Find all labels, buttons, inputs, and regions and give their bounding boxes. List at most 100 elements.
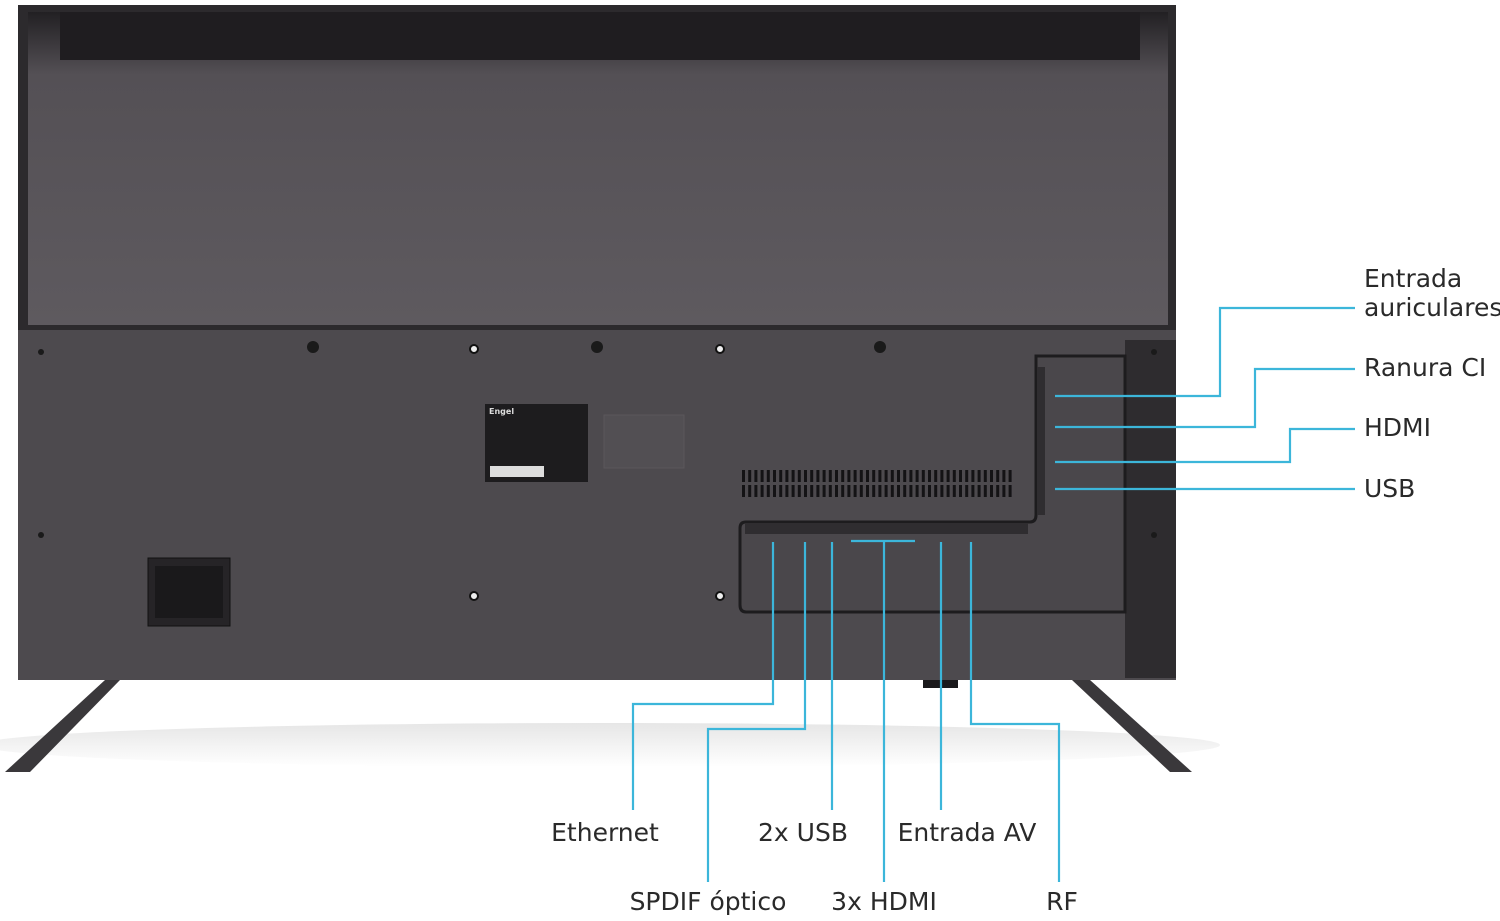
vent-slot: [791, 485, 795, 497]
vent-slot: [779, 470, 783, 482]
callout-lines-right: [1055, 306, 1355, 491]
vent-slot: [928, 485, 931, 497]
label-hdmi-side: HDMI: [1364, 413, 1431, 442]
label-3x-hdmi: 3x HDMI: [831, 887, 937, 916]
vent-slot: [934, 485, 938, 497]
vent-slot: [828, 470, 832, 482]
vent-slot: [797, 485, 801, 497]
vent-slot: [816, 470, 820, 482]
vent-slot: [859, 485, 863, 497]
vent-slot: [853, 470, 857, 482]
vent-slot: [996, 470, 1000, 482]
vent-slot: [971, 470, 975, 482]
tv-side-edge: [1125, 340, 1176, 678]
vent-slot: [890, 485, 894, 497]
vent-slot: [996, 485, 1000, 497]
vent-slot: [983, 485, 987, 497]
vent-slot: [884, 470, 888, 482]
vent-slot: [872, 485, 876, 497]
vent-slot: [766, 470, 770, 482]
vent-slot: [1002, 470, 1006, 482]
vent-slot: [866, 470, 869, 482]
label-2x-usb: 2x USB: [758, 818, 848, 847]
vent-slot: [742, 485, 745, 497]
vent-slot: [785, 485, 789, 497]
tv-top-panel: [28, 12, 1168, 325]
vent-slot: [977, 470, 981, 482]
vent-slot: [897, 485, 900, 497]
vent-slot: [971, 485, 975, 497]
vent-slot: [928, 470, 931, 482]
vent-slot: [921, 485, 925, 497]
vent-slot: [816, 485, 820, 497]
ventilation-grille: [742, 470, 1012, 497]
vent-slot: [884, 485, 888, 497]
vent-slot: [742, 470, 745, 482]
vent-slot: [853, 485, 857, 497]
vent-slot: [977, 485, 981, 497]
sticker-brand: Engel: [489, 407, 514, 416]
label-spdif: SPDIF óptico: [630, 887, 787, 916]
label-headphone-line2: auriculares: [1364, 293, 1500, 322]
vent-slot: [754, 485, 758, 497]
vent-slot: [952, 485, 956, 497]
label-headphone-line1: Entrada: [1364, 264, 1462, 293]
vent-slot: [903, 485, 907, 497]
side-port-recess: [1037, 367, 1045, 515]
sticker-recess: [603, 414, 685, 469]
vent-slot: [1008, 485, 1012, 497]
vent-slot: [909, 470, 913, 482]
vent-slot: [810, 470, 814, 482]
vent-slot: [983, 470, 987, 482]
vent-slot: [934, 470, 938, 482]
vent-slot: [915, 485, 919, 497]
vent-slot: [797, 470, 801, 482]
label-ethernet: Ethernet: [551, 818, 659, 847]
vent-slot: [959, 470, 962, 482]
vent-slot: [959, 485, 962, 497]
bottom-port-recess: [745, 523, 1028, 534]
vent-slot: [754, 470, 758, 482]
vent-slot: [897, 470, 900, 482]
vent-slot: [804, 470, 807, 482]
right-leg: [1072, 680, 1192, 772]
vent-slot: [810, 485, 814, 497]
vent-slot: [965, 470, 969, 482]
vent-slot: [921, 470, 925, 482]
vent-slot: [946, 485, 950, 497]
vent-slot: [1008, 470, 1012, 482]
vent-slot: [990, 485, 993, 497]
label-av-input: Entrada AV: [898, 818, 1037, 847]
vent-slot: [773, 470, 776, 482]
vent-slot: [866, 485, 869, 497]
vent-slot: [903, 470, 907, 482]
callout-lines-bottom: [631, 539, 1061, 882]
port-panel: [738, 354, 1127, 614]
vent-slot: [847, 485, 851, 497]
vent-slot: [748, 485, 752, 497]
tv-body: [18, 330, 1176, 680]
vent-slot: [791, 470, 795, 482]
vent-slot: [841, 485, 845, 497]
vent-slot: [909, 485, 913, 497]
vent-slot: [890, 470, 894, 482]
vent-slot: [748, 470, 752, 482]
vent-slot: [940, 485, 944, 497]
vent-slot: [940, 470, 944, 482]
left-leg: [5, 680, 120, 772]
vent-slot: [779, 485, 783, 497]
mount-screws: [38, 341, 1157, 601]
sticker-barcode-area: [490, 466, 544, 477]
vent-slot: [847, 470, 851, 482]
vent-slot: [804, 485, 807, 497]
label-usb-side: USB: [1364, 474, 1415, 503]
vent-slot: [822, 470, 826, 482]
vent-slot: [952, 470, 956, 482]
vent-slot: [822, 485, 826, 497]
vent-slot: [785, 470, 789, 482]
label-ci-slot: Ranura CI: [1364, 353, 1486, 382]
vent-slot: [965, 485, 969, 497]
vent-slot: [878, 470, 882, 482]
vent-slot: [760, 485, 764, 497]
